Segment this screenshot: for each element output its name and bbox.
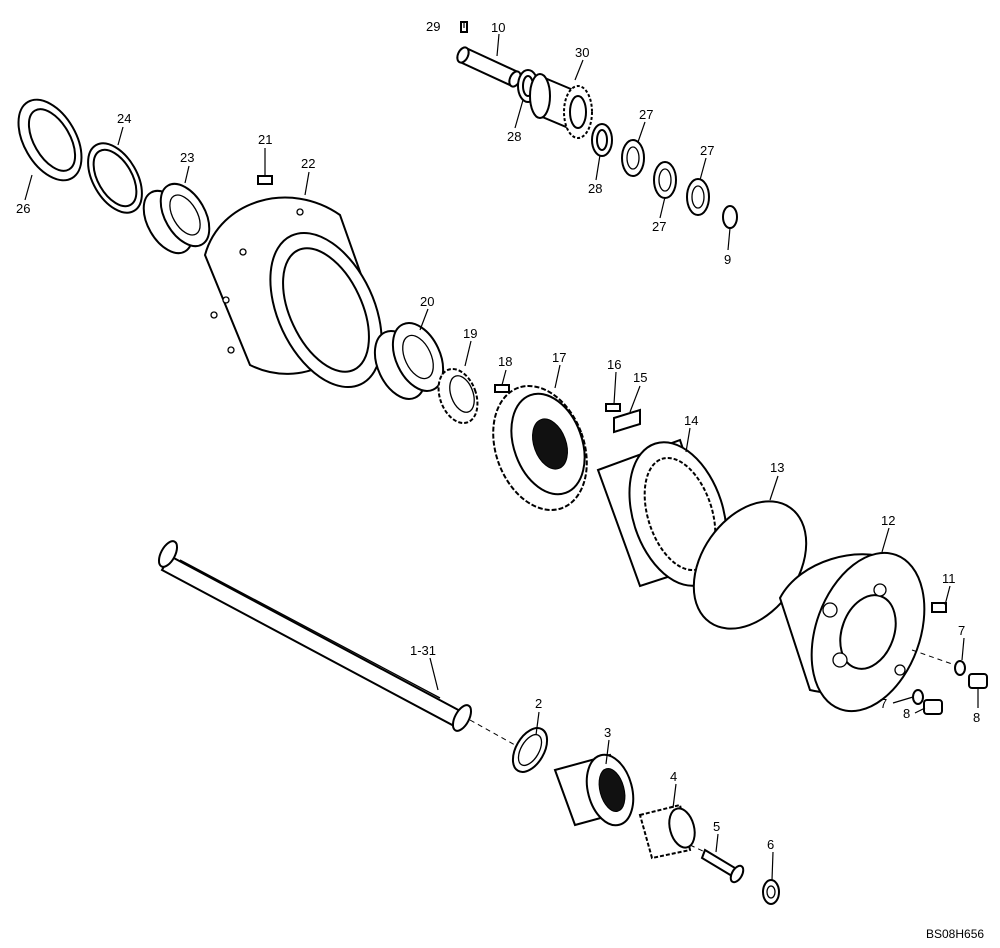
callout-27-c: 27	[700, 143, 714, 158]
callout-7-b: 7	[880, 696, 887, 711]
callout-29: 29	[426, 19, 440, 34]
leader-lines	[24, 22, 979, 881]
callout-28-b: 28	[588, 181, 602, 196]
part-6-washer	[762, 879, 780, 905]
part-23-bearing	[142, 182, 211, 255]
callout-26: 26	[16, 201, 30, 216]
part-16-bolt	[605, 403, 621, 412]
callout-13: 13	[770, 460, 784, 475]
assembly-axis-lower	[469, 719, 516, 746]
callout-2: 2	[535, 696, 542, 711]
callout-12: 12	[881, 513, 895, 528]
callout-5: 5	[713, 819, 720, 834]
part-18-bolt	[494, 384, 510, 393]
part-27-needle-bearing-b	[653, 161, 677, 199]
callout-17: 17	[552, 350, 566, 365]
callout-27-a: 27	[639, 107, 653, 122]
part-28-washer-lower	[591, 123, 613, 157]
part-20-bearing	[373, 322, 445, 400]
part-1-31-axle-shaft	[157, 540, 473, 732]
callout-22: 22	[301, 156, 315, 171]
callout-8-b: 8	[903, 706, 910, 721]
callout-23: 23	[180, 150, 194, 165]
part-11-bolt	[931, 602, 947, 613]
part-12-planet-carrier	[778, 551, 926, 713]
callout-11: 11	[942, 571, 956, 586]
part-19-lock-nut	[437, 367, 479, 425]
part-2-snap-ring	[511, 727, 549, 773]
part-14-ring-gear	[596, 438, 728, 588]
callout-8-a: 8	[973, 710, 980, 725]
part-5-bolt	[700, 848, 745, 884]
part-3-coupling	[553, 753, 635, 827]
callout-28-a: 28	[507, 129, 521, 144]
part-27-needle-bearing-a	[621, 139, 645, 177]
part-24-ring	[87, 142, 143, 214]
part-27-needle-bearing-c	[686, 178, 710, 216]
part-17-sun-gear	[492, 385, 588, 511]
callout-18: 18	[498, 354, 512, 369]
callout-30: 30	[575, 45, 589, 60]
callout-16: 16	[607, 357, 621, 372]
part-8-plug-a	[968, 673, 988, 689]
part-26-seal	[17, 98, 83, 182]
part-30-gear	[529, 73, 593, 139]
part-7-washer-b	[912, 689, 924, 705]
part-10-shaft	[456, 46, 522, 88]
part-7-washer-a	[954, 660, 966, 676]
part-9-snap-ring	[722, 205, 738, 229]
part-8-plug-b	[923, 699, 943, 715]
callout-1-31: 1-31	[410, 643, 436, 658]
part-4-pinion-gear	[638, 803, 696, 860]
callout-20: 20	[420, 294, 434, 309]
callout-15: 15	[633, 370, 647, 385]
callout-24: 24	[117, 111, 131, 126]
callout-14: 14	[684, 413, 698, 428]
part-15-lock-plate	[613, 408, 641, 434]
assembly-axis-lower-2	[689, 844, 706, 853]
callout-9: 9	[724, 252, 731, 267]
part-21-bolt	[257, 175, 273, 185]
callout-27-b: 27	[652, 219, 666, 234]
drawing-code: BS08H656	[926, 927, 984, 941]
callout-4: 4	[670, 769, 677, 784]
callout-19: 19	[463, 326, 477, 341]
callout-6: 6	[767, 837, 774, 852]
callout-21: 21	[258, 132, 272, 147]
assembly-axis-right	[911, 649, 956, 666]
part-22-wheel-hub	[203, 196, 383, 389]
callout-10: 10	[491, 20, 505, 35]
callout-7-a: 7	[958, 623, 965, 638]
callout-labels: 29 10 30 28 28 27 27 27 9 26 24 23 21 22…	[16, 19, 980, 852]
callout-3: 3	[604, 725, 611, 740]
